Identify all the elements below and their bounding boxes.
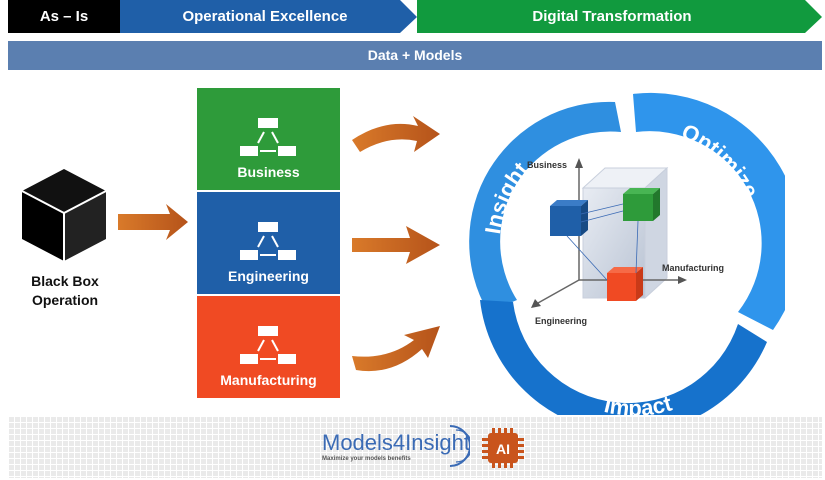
arrow-engineering-icon [352,226,440,264]
engineering-block [550,206,581,236]
impact-segment [480,300,767,415]
header-as-is: As – Is [39,8,89,25]
manufacturing-box: Manufacturing [197,296,340,398]
model-cube [531,158,687,308]
data-models-bar: Data + Models [8,41,822,70]
insight-optimize-impact-cycle: Insight Optimize Impact [469,92,785,415]
arrow-business-icon [352,116,440,152]
header-digital-bg [417,0,822,33]
header-operational-bg [120,0,417,33]
header-chevrons [8,0,822,33]
impact-text: Impact [602,390,675,415]
engineering-label: Engineering [228,268,309,284]
engineering-axis [537,279,580,304]
cube-axis-business: Business [527,160,568,170]
arrow-to-boxes-icon [118,204,188,240]
business-label: Business [237,164,300,180]
black-box-cube-icon [21,169,107,261]
business-block [623,194,653,221]
hierarchy-icon [240,222,296,260]
arrow-manufacturing-icon [352,326,440,372]
footer-logo-bar [8,416,822,478]
header-digital-transformation: Digital Transformation [532,8,692,25]
header-as-is-bg [8,0,125,33]
business-box: Business [197,88,340,190]
hierarchy-icon [240,118,296,156]
cube-axis-manufacturing: Manufacturing [662,263,724,273]
logo-arc-icon [449,425,470,467]
cube-axis-engineering: Engineering [535,316,588,326]
manufacturing-label: Manufacturing [220,372,317,388]
black-box-line1: Black Box [31,273,99,289]
black-box-line2: Operation [31,292,99,308]
insight-segment [469,101,621,312]
ai-chip-icon: AI [482,428,524,468]
manufacturing-block [607,273,636,301]
ai-text: AI [496,441,510,457]
hierarchy-icon [240,326,296,364]
models4insight-tagline: Maximize your models benefits [322,456,411,462]
engineering-box: Engineering [197,192,340,294]
models4insight-logo-text: Models4Insight [322,430,470,455]
optimize-segment [633,92,785,330]
header-operational-excellence: Operational Excellence [182,8,348,25]
black-box-label: Black Box Operation [10,272,120,310]
